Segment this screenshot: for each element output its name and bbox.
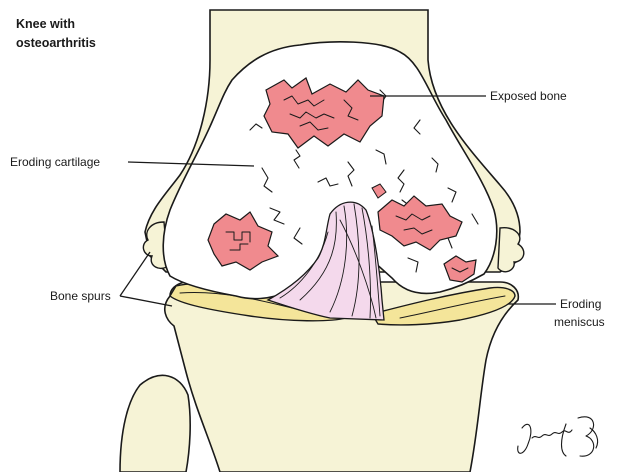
leader-bone-spurs-2 bbox=[120, 296, 172, 306]
label-eroding-meniscus-line1: Eroding bbox=[560, 297, 601, 311]
leader-bone-spurs bbox=[120, 252, 150, 296]
diagram-title-line1: Knee with bbox=[16, 17, 75, 31]
label-eroding-meniscus-line2: meniscus bbox=[554, 315, 605, 329]
label-exposed-bone: Exposed bone bbox=[490, 89, 567, 103]
artist-signature bbox=[518, 417, 598, 456]
diagram-title-line2: osteoarthritis bbox=[16, 36, 96, 50]
label-eroding-cartilage: Eroding cartilage bbox=[10, 155, 100, 169]
label-bone-spurs: Bone spurs bbox=[50, 289, 111, 303]
fibula bbox=[120, 375, 190, 472]
